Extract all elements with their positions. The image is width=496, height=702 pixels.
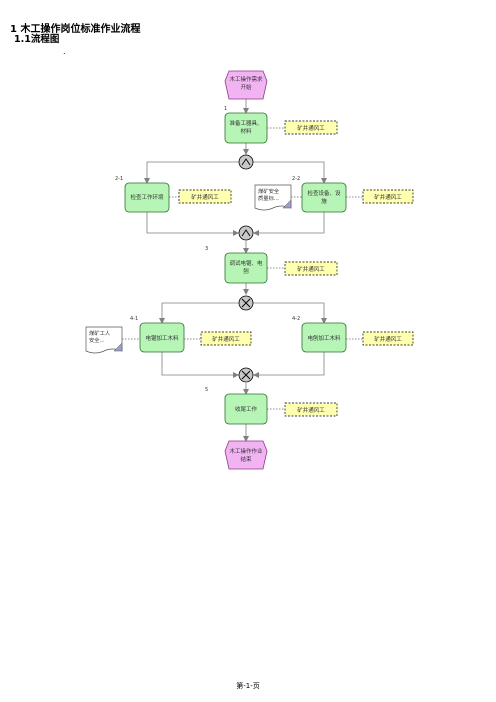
document-safety-standard-line1: 煤矿安全 xyxy=(258,187,280,195)
stray-dot: . xyxy=(63,47,66,56)
step-4-2-role: 矿井通风工 xyxy=(374,335,402,343)
step-5-role: 矿井通风工 xyxy=(297,406,325,414)
step-2-2-label-line1: 检查设备、设 xyxy=(307,189,341,197)
line-s41-to-xor2 xyxy=(161,352,239,378)
xor-split-gateway xyxy=(238,295,254,311)
step-3-label-line1: 调试电锯、电 xyxy=(229,259,263,267)
line-s22-to-and2 xyxy=(253,212,325,236)
step-1: 1 准备工器具、 材料 矿井通风工 xyxy=(224,106,338,144)
and-split-gateway xyxy=(238,154,254,170)
line-xor1-to-s42 xyxy=(253,302,327,324)
step-1-label-line2: 材料 xyxy=(240,127,252,135)
end-event-line1: 木工操作作业 xyxy=(229,447,263,455)
step-4-1-role: 矿井通风工 xyxy=(212,335,240,343)
step-2-1-number: 2-1 xyxy=(115,176,123,182)
start-event-line2: 开始 xyxy=(240,83,252,91)
step-2-2-role: 矿井通风工 xyxy=(374,193,402,201)
step-2-1-label: 检查工作环境 xyxy=(130,193,164,201)
document-worker-safety: 煤矿工人 安全... xyxy=(85,326,123,354)
step-5-number: 5 xyxy=(205,387,208,393)
step-4-2-label: 电刨加工木料 xyxy=(307,334,341,342)
step-3: 3 调试电锯、电 刨 矿井通风工 xyxy=(205,246,338,284)
step-4-1-label: 电锯加工木料 xyxy=(145,334,179,342)
start-event-line1: 木工操作需求 xyxy=(229,75,263,83)
step-1-role: 矿井通风工 xyxy=(297,124,325,132)
step-1-number: 1 xyxy=(224,106,227,112)
step-2-1-role: 矿井通风工 xyxy=(191,193,219,201)
line-s21-to-and2 xyxy=(146,212,239,236)
step-4-1-number: 4-1 xyxy=(130,316,138,322)
start-event: 木工操作需求 开始 xyxy=(224,70,268,100)
page-title: 1 木工操作岗位标准作业流程 xyxy=(10,24,141,35)
line-s42-to-xor2 xyxy=(253,352,325,378)
step-3-label-line2: 刨 xyxy=(243,267,249,275)
document-worker-safety-line1: 煤矿工人 xyxy=(89,329,111,337)
step-3-role: 矿井通风工 xyxy=(297,265,325,273)
step-4-2: 4-2 电刨加工木料 矿井通风工 xyxy=(292,316,414,353)
step-4-2-number: 4-2 xyxy=(292,316,300,322)
document-safety-standard: 煤矿安全 质量标... xyxy=(254,184,292,211)
step-1-label-line1: 准备工器具、 xyxy=(229,119,262,127)
step-2-2: 2-2 检查设备、设 施 矿井通风工 xyxy=(292,176,414,213)
xor-join-gateway xyxy=(238,367,254,383)
and-join-gateway xyxy=(238,225,254,241)
step-2-2-number: 2-2 xyxy=(292,176,300,182)
line-and1-to-s22 xyxy=(253,161,327,184)
line-and1-to-s21 xyxy=(144,161,239,184)
step-5: 5 收尾工作 矿井通风工 xyxy=(205,387,338,425)
step-5-label: 收尾工作 xyxy=(235,405,258,413)
step-2-1: 2-1 检查工作环境 矿井通风工 xyxy=(115,176,232,213)
document-safety-standard-line2: 质量标... xyxy=(258,194,279,202)
end-event-line2: 结束 xyxy=(240,455,252,463)
line-xor1-to-s41 xyxy=(159,302,239,324)
flow-lines xyxy=(144,99,327,442)
document-worker-safety-line2: 安全... xyxy=(89,336,105,344)
step-4-1: 4-1 电锯加工木料 矿井通风工 xyxy=(130,316,252,353)
role-links xyxy=(122,127,363,410)
step-2-2-label-line2: 施 xyxy=(321,197,327,205)
step-3-number: 3 xyxy=(205,246,208,252)
section-title: 1.1流程图 xyxy=(14,34,60,45)
page-number: 第-1-页 xyxy=(236,682,260,690)
end-event: 木工操作作业 结束 xyxy=(224,440,268,470)
